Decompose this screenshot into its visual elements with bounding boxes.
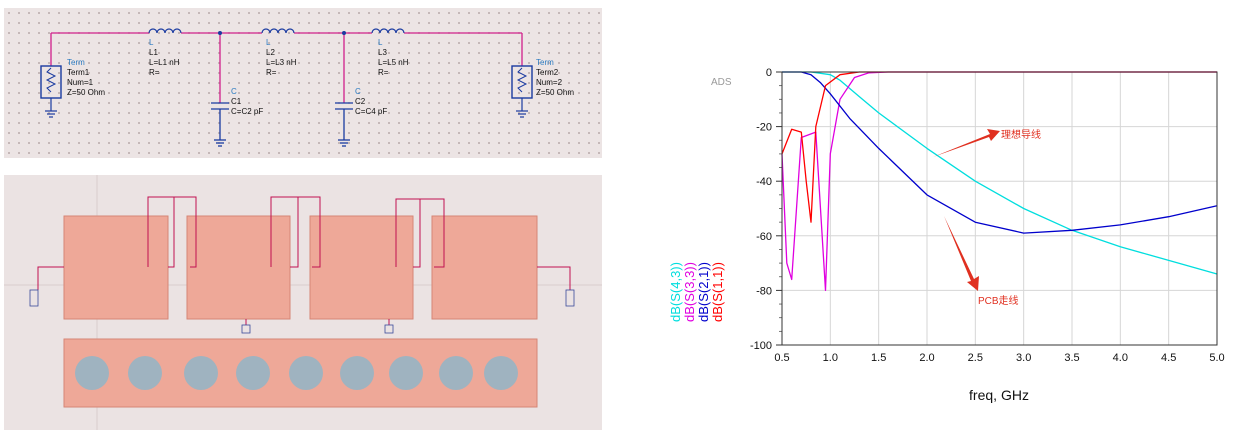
x-tick-label: 0.5	[774, 352, 789, 364]
y-tick-label: 0	[766, 67, 772, 79]
c2-name: C2	[355, 97, 366, 106]
term1-name: Term1	[67, 68, 90, 77]
ylabel-s33: dB(S(3,3))	[682, 262, 697, 322]
c2-value: C=C4 pF	[355, 107, 387, 116]
l3-name: L3	[378, 48, 387, 57]
pcb-pad-4[interactable]	[431, 215, 538, 320]
plot-frame	[781, 71, 1218, 346]
x-tick-label: 2.0	[919, 352, 934, 364]
term1-num: Num=1	[67, 78, 94, 87]
l2-name: L2	[266, 48, 275, 57]
s-parameter-plot-panel: ADS 0.5 1.0 1.5 2.0 2.5 3.0 3.5 4.0 4.5 5.0 0 -20 -…	[648, 47, 1257, 436]
series-line	[782, 71, 1218, 234]
term2-num: Num=2	[536, 78, 563, 87]
term2-z: Z=50 Ohm	[536, 88, 574, 97]
l2-value: L=L3 nH	[266, 58, 297, 67]
layout-terminals	[29, 289, 575, 334]
series-line	[781, 71, 1217, 292]
plot-curves	[781, 71, 1218, 292]
x-axis-label: freq, GHz	[969, 387, 1029, 403]
term2-title: Term	[536, 58, 554, 67]
x-tick-label: 4.0	[1113, 352, 1128, 364]
l2-type: L	[266, 38, 271, 47]
junction-dots	[218, 31, 346, 35]
l3-r: R=	[378, 68, 389, 77]
schematic-panel: Term Term1 Num=1 Z=50 Ohm Term Term2 Num…	[4, 8, 602, 158]
capacitor-c1-symbol[interactable]	[211, 102, 229, 147]
l3-value: L=L5 nH	[378, 58, 409, 67]
capacitor-c2-symbol[interactable]	[335, 102, 353, 147]
ads-logo: ADS	[711, 77, 732, 88]
pcb-pad-3[interactable]	[309, 215, 414, 320]
c2-type: C	[355, 87, 361, 96]
inductor-l3-symbol[interactable]	[371, 28, 405, 34]
s-parameter-chart: ADS 0.5 1.0 1.5 2.0 2.5 3.0 3.5 4.0 4.5 5.0 0 -20 -…	[668, 67, 1225, 403]
annotation-ideal-wire: 理想导线	[1001, 128, 1041, 141]
ylabel-s21: dB(S(2,1))	[696, 262, 711, 322]
series-line	[782, 71, 1218, 275]
term1-z: Z=50 Ohm	[67, 88, 105, 97]
via-holes	[75, 356, 518, 390]
ylabel-s11: dB(S(1,1))	[710, 262, 725, 322]
annotation-arrows	[933, 129, 1000, 291]
c1-name: C1	[231, 97, 242, 106]
l1-type: L	[149, 38, 154, 47]
x-axis-ticks: 0.5 1.0 1.5 2.0 2.5 3.0 3.5 4.0 4.5 5.0	[774, 352, 1224, 364]
inductor-l2-symbol[interactable]	[261, 28, 295, 34]
l1-r: R=	[149, 68, 160, 77]
pcb-pad-1[interactable]	[63, 215, 169, 320]
x-tick-label: 2.5	[968, 352, 983, 364]
x-tick-label: 3.5	[1064, 352, 1079, 364]
y-axis-ticks: 0 -20 -40 -60 -80 -100	[750, 67, 772, 352]
c1-type: C	[231, 87, 237, 96]
l3-type: L	[378, 38, 383, 47]
x-tick-label: 3.0	[1016, 352, 1031, 364]
pcb-pad-2[interactable]	[186, 215, 291, 320]
term1-symbol[interactable]	[40, 65, 62, 118]
x-tick-label: 5.0	[1209, 352, 1224, 364]
c1-value: C=C2 pF	[231, 107, 263, 116]
schematic-wires	[50, 32, 523, 103]
y-tick-label: -20	[756, 122, 772, 134]
x-tick-label: 1.0	[823, 352, 838, 364]
pcb-layout-panel	[4, 175, 602, 430]
layout-inductor-wires	[37, 196, 571, 325]
schematic-diagram: Term Term1 Num=1 Z=50 Ohm Term Term2 Num…	[40, 28, 574, 147]
term1-title: Term	[67, 58, 85, 67]
inductor-l1-symbol[interactable]	[148, 28, 182, 34]
term2-name: Term2	[536, 68, 559, 77]
ylabel-s43: dB(S(4,3))	[668, 262, 683, 322]
annotation-pcb-trace: PCB走线	[978, 294, 1019, 307]
y-tick-label: -80	[756, 285, 772, 297]
pcb-layout-diagram	[4, 175, 602, 430]
x-tick-label: 1.5	[871, 352, 886, 364]
l1-name: L1	[149, 48, 158, 57]
signal-pads	[63, 215, 538, 320]
y-axis-labels: dB(S(4,3)) dB(S(3,3)) dB(S(2,1)) dB(S(1,…	[668, 262, 725, 322]
series-line	[781, 71, 1217, 223]
l2-r: R=	[266, 68, 277, 77]
term2-symbol[interactable]	[511, 65, 533, 118]
y-tick-label: -40	[756, 176, 772, 188]
y-tick-label: -60	[756, 231, 772, 243]
x-tick-label: 4.5	[1161, 352, 1176, 364]
l1-value: L=L1 nH	[149, 58, 180, 67]
y-tick-label: -100	[750, 340, 772, 352]
